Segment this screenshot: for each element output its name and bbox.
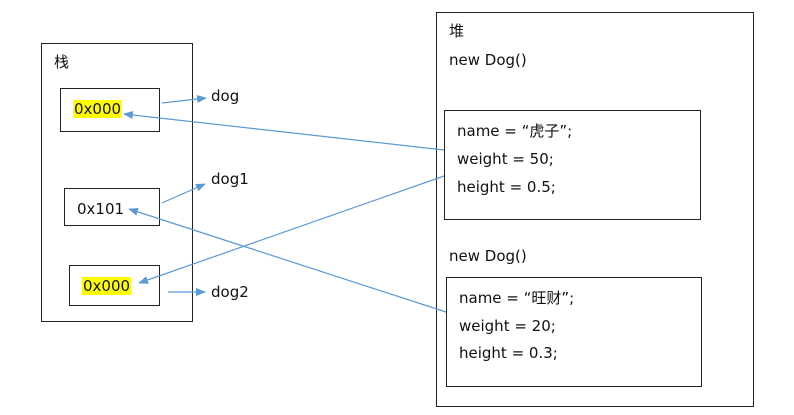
var-label-dog: dog bbox=[211, 87, 240, 105]
heap-object-2-ctor: new Dog() bbox=[449, 247, 527, 265]
arrow-heap-obj1-to-slot-dog bbox=[123, 111, 445, 151]
var-label-dog1: dog1 bbox=[211, 170, 249, 188]
stack-slot-dog1-value: 0x101 bbox=[77, 200, 125, 218]
arrow-slot-dog1-to-label bbox=[161, 183, 206, 204]
stack-slot-dog2-value: 0x000 bbox=[82, 277, 132, 295]
heap-title: 堆 bbox=[449, 22, 465, 40]
arrow-slot-dog-to-label bbox=[161, 95, 207, 104]
var-label-dog2: dog2 bbox=[211, 283, 249, 301]
heap-object-2 bbox=[446, 277, 702, 387]
heap-object-1-field-height: height = 0.5; bbox=[457, 178, 556, 196]
heap-object-1-field-weight: weight = 50; bbox=[457, 150, 554, 168]
heap-object-1-ctor: new Dog() bbox=[449, 51, 527, 69]
heap-object-1 bbox=[444, 110, 701, 220]
stack-slot-dog1 bbox=[64, 188, 160, 226]
arrow-heap-obj1-to-slot-dog2 bbox=[138, 175, 445, 284]
stack-slot-dog-value: 0x000 bbox=[73, 100, 123, 118]
stack-title: 栈 bbox=[54, 53, 70, 71]
arrow-heap-obj2-to-slot-dog1 bbox=[128, 207, 447, 313]
heap-object-1-field-name: name = “虎子”; bbox=[457, 122, 573, 140]
heap-object-2-field-name: name = “旺财”; bbox=[459, 289, 575, 307]
heap-object-2-field-height: height = 0.3; bbox=[459, 344, 558, 362]
heap-object-2-field-weight: weight = 20; bbox=[459, 317, 556, 335]
